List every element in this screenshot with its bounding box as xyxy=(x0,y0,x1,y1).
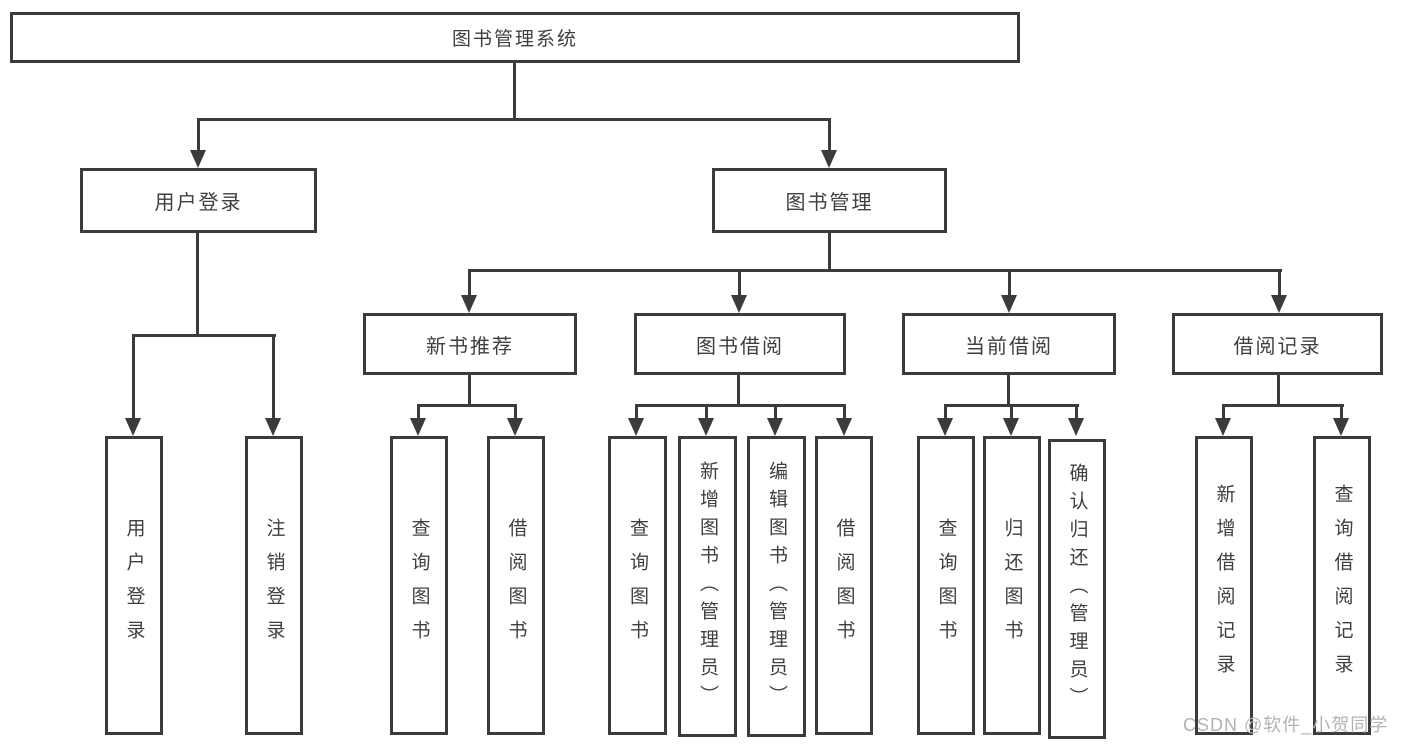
connector-line xyxy=(514,404,517,420)
connector-line xyxy=(417,404,517,407)
connector-line xyxy=(132,334,135,420)
arrowhead-down-icon xyxy=(190,150,206,168)
leaf-borrow-books-recommend: 借阅图书 xyxy=(487,436,545,735)
leaf-logout: 注销登录 xyxy=(245,436,303,735)
node-label: 图书管理系统 xyxy=(451,29,578,50)
arrowhead-down-icon xyxy=(1271,295,1287,313)
connector-line xyxy=(1340,404,1343,420)
node-label: 用户登录 xyxy=(154,192,243,214)
node-label: 用户登录 xyxy=(123,517,145,654)
leaf-edit-books-admin: 编辑图书（管理员） xyxy=(747,436,806,737)
node-label: 借阅记录 xyxy=(1233,335,1322,358)
leaf-confirm-return-admin: 确认归还（管理员） xyxy=(1048,439,1106,739)
arrowhead-down-icon xyxy=(1068,418,1084,436)
leaf-query-books-current: 查询图书 xyxy=(917,436,975,735)
connector-line xyxy=(196,233,199,336)
connector-line xyxy=(197,118,831,121)
arrowhead-down-icon xyxy=(731,295,747,313)
connector-line xyxy=(1278,269,1281,297)
connector-line xyxy=(635,404,846,407)
arrowhead-down-icon xyxy=(461,295,477,313)
leaf-query-books-recommend: 查询图书 xyxy=(390,436,448,735)
connector-line xyxy=(828,233,831,271)
arrowhead-down-icon xyxy=(410,418,426,436)
node-book-borrowing: 图书借阅 xyxy=(634,313,846,375)
connector-line xyxy=(1222,404,1344,407)
node-book-management: 图书管理 xyxy=(712,168,947,233)
node-label: 查询图书 xyxy=(627,517,648,654)
connector-line xyxy=(468,269,471,297)
node-library-management-system: 图书管理系统 xyxy=(10,12,1020,63)
leaf-add-borrow-record: 新增借阅记录 xyxy=(1195,436,1253,735)
connector-line xyxy=(774,404,777,420)
arrowhead-down-icon xyxy=(1215,418,1231,436)
node-current-borrowing: 当前借阅 xyxy=(902,313,1116,375)
node-label: 当前借阅 xyxy=(965,335,1053,358)
csdn-watermark: CSDN @软件_小贺同学 xyxy=(1183,715,1389,735)
connector-line xyxy=(468,375,471,406)
arrowhead-down-icon xyxy=(1003,418,1019,436)
node-label: 新增借阅记录 xyxy=(1213,483,1235,688)
leaf-user-login: 用户登录 xyxy=(105,436,163,735)
connector-line xyxy=(737,375,740,406)
leaf-add-books-admin: 新增图书（管理员） xyxy=(678,436,737,737)
connector-line xyxy=(513,62,516,119)
connector-line xyxy=(1007,375,1010,406)
node-label: 归还图书 xyxy=(1001,517,1023,654)
connector-line xyxy=(1277,375,1280,406)
node-label: 新书推荐 xyxy=(426,335,514,358)
connector-line xyxy=(738,269,741,297)
leaf-return-books: 归还图书 xyxy=(983,436,1041,735)
node-label: 借阅图书 xyxy=(505,517,527,654)
connector-line xyxy=(635,404,638,420)
node-label: 查询图书 xyxy=(935,517,957,654)
node-label: 编辑图书（管理员） xyxy=(766,460,787,713)
node-new-book-recommendation: 新书推荐 xyxy=(363,313,577,375)
arrowhead-down-icon xyxy=(507,418,523,436)
node-label: 查询图书 xyxy=(408,517,430,654)
connector-line xyxy=(197,118,200,152)
node-label: 图书借阅 xyxy=(696,335,784,358)
node-borrowing-records: 借阅记录 xyxy=(1172,313,1383,375)
node-label: 确认归还（管理员） xyxy=(1066,463,1088,715)
connector-line xyxy=(468,269,1282,272)
leaf-query-borrow-record: 查询借阅记录 xyxy=(1313,436,1371,735)
node-user-login: 用户登录 xyxy=(80,168,317,233)
arrowhead-down-icon xyxy=(698,418,714,436)
arrowhead-down-icon xyxy=(628,418,644,436)
arrowhead-down-icon xyxy=(767,418,783,436)
connector-line xyxy=(132,334,276,337)
connector-line xyxy=(1075,404,1078,420)
arrowhead-down-icon xyxy=(821,150,837,168)
node-label: 查询借阅记录 xyxy=(1331,483,1353,688)
arrowhead-down-icon xyxy=(1001,295,1017,313)
connector-line xyxy=(417,404,420,420)
arrowhead-down-icon xyxy=(836,418,852,436)
connector-line xyxy=(1008,269,1011,297)
connector-line xyxy=(1222,404,1225,420)
connector-line xyxy=(944,404,947,420)
arrowhead-down-icon xyxy=(125,418,141,436)
connector-line xyxy=(272,334,275,420)
connector-line xyxy=(1010,404,1013,420)
connector-line xyxy=(843,404,846,420)
node-label: 注销登录 xyxy=(263,517,285,654)
leaf-borrow-books: 借阅图书 xyxy=(815,436,873,735)
leaf-query-books-borrowing: 查询图书 xyxy=(608,436,667,735)
arrowhead-down-icon xyxy=(937,418,953,436)
connector-line xyxy=(828,118,831,152)
arrowhead-down-icon xyxy=(265,418,281,436)
node-label: 新增图书（管理员） xyxy=(697,460,718,713)
node-label: 借阅图书 xyxy=(833,517,855,654)
connector-line xyxy=(705,404,708,420)
arrowhead-down-icon xyxy=(1333,418,1349,436)
node-label: 图书管理 xyxy=(785,192,874,214)
